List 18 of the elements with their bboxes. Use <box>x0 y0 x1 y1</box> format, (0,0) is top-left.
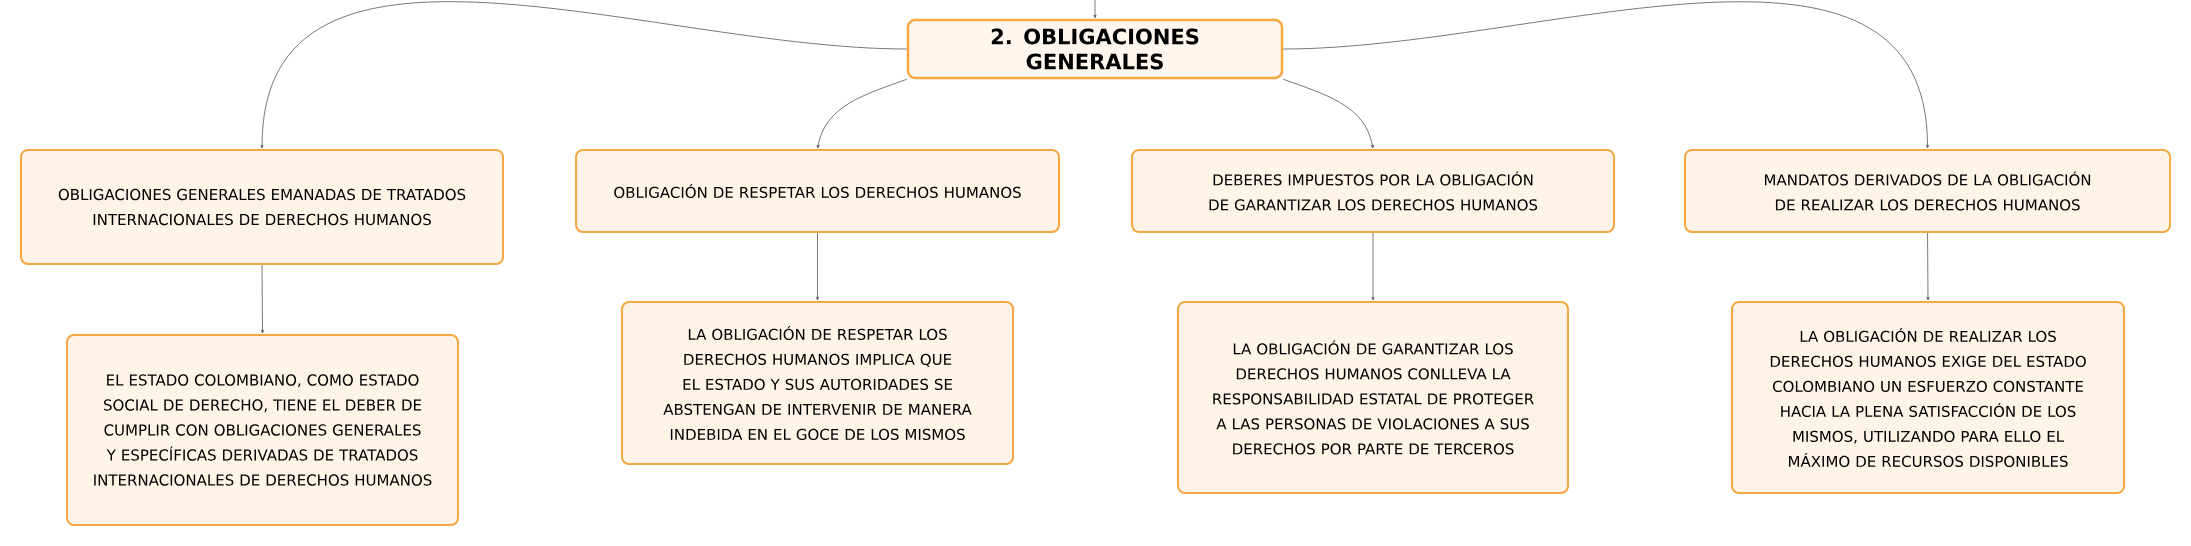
connector-arrow <box>260 1 908 149</box>
connector-arrow <box>1371 232 1375 301</box>
description-box: EL ESTADO COLOMBIANO, COMO ESTADO SOCIAL DE DERECHO, TIENE EL DEBER DE CUMPLIR CON OBLIGACIONES GENERALES Y ESPECÍFICAS DERIVADAS DE TRATADOS INTERNACIONALES DE DERECHOS HUMANOS <box>66 334 459 526</box>
connector-arrow <box>1093 0 1097 19</box>
topic-box: MANDATOS DERIVADOS DE LA OBLIGACIÓN DE REALIZAR LOS DERECHOS HUMANOS <box>1684 149 2172 233</box>
connector-arrow <box>816 78 908 149</box>
description-box: LA OBLIGACIÓN DE RESPETAR LOS DERECHOS HUMANOS IMPLICA QUE EL ESTADO Y SUS AUTORIDADES SE ABSTENGAN DE INTERVENIR DE MANERA INDEBIDA EN EL GOCE DE LOS MISMOS <box>621 301 1014 465</box>
description-box: LA OBLIGACIÓN DE GARANTIZAR LOS DERECHOS HUMANOS CONLLEVA LA RESPONSABILIDAD ESTATAL DE PROTEGER A LAS PERSONAS DE VIOLACIONES A SUS DERECHOS POR PARTE DE TERCEROS <box>1177 301 1569 494</box>
connector-arrow <box>261 264 264 334</box>
topic-box: OBLIGACIONES GENERALES EMANADAS DE TRATADOS INTERNACIONALES DE DERECHOS HUMANOS <box>20 149 504 265</box>
connector-arrow <box>1282 1 1929 149</box>
connector-arrow <box>1282 78 1374 149</box>
title-box: 2. OBLIGACIONES GENERALES <box>906 18 1284 80</box>
connector-arrow <box>816 232 819 301</box>
topic-box: DEBERES IMPUESTOS POR LA OBLIGACIÓN DE GARANTIZAR LOS DERECHOS HUMANOS <box>1131 149 1615 233</box>
connector-arrow <box>1926 232 1930 301</box>
topic-box: OBLIGACIÓN DE RESPETAR LOS DERECHOS HUMANOS <box>575 149 1060 233</box>
description-box: LA OBLIGACIÓN DE REALIZAR LOS DERECHOS HUMANOS EXIGE DEL ESTADO COLOMBIANO UN ESFUERZO CONSTANTE HACIA LA PLENA SATISFACCIÓN DE LOS MISMOS, UTILIZANDO PARA ELLO EL MÁXIMO DE RECURSOS DISPONIBLES <box>1731 301 2126 494</box>
